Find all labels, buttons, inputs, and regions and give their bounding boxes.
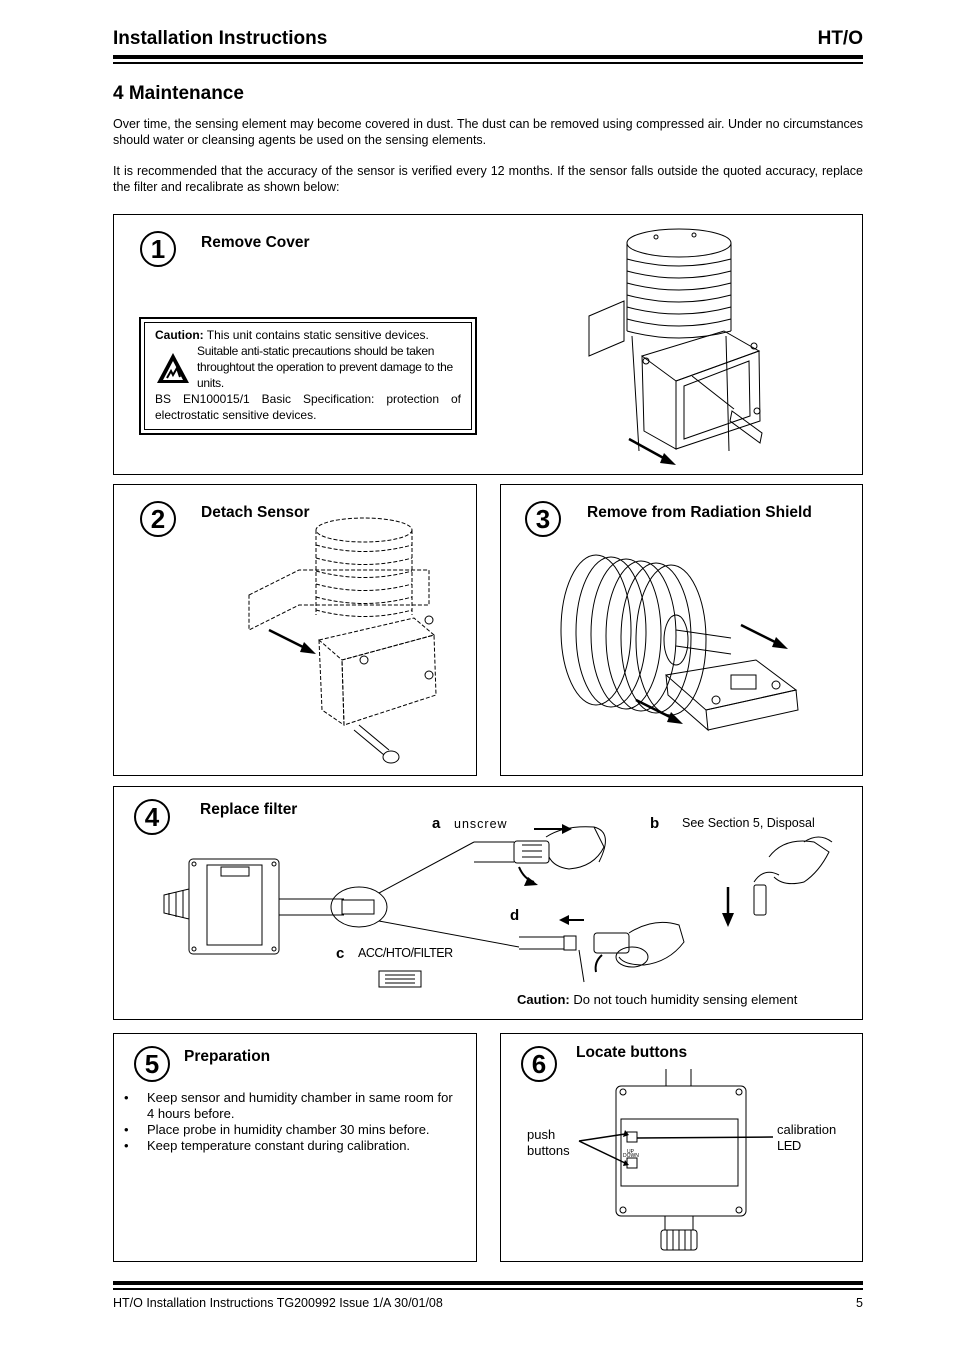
step-5-title: Preparation [184,1048,271,1065]
step-1-title: Remove Cover [201,234,310,251]
step-2-title: Detach Sensor [201,504,310,521]
static-caution-box: Caution: This unit contains static sensi… [139,317,477,435]
caution-line-3: BS EN100015/1 Basic Specification: prote… [155,392,461,422]
detach-sensor-illustration [248,517,437,764]
header-rule-thin [113,62,863,64]
filter-caution-label: Caution: [517,992,570,1007]
remove-cover-illustration [588,228,763,465]
step-6-panel: 6 Locate buttons push buttons calibratio… [500,1033,863,1262]
radiation-shield-illustration [560,554,799,732]
footer-text: HT/O Installation Instructions TG200992 … [113,1296,443,1310]
preparation-list: Keep sensor and humidity chamber in same… [116,1090,461,1154]
footer-rule-thin [113,1288,863,1290]
calibration-led-label: calibration LED [777,1122,837,1153]
document-header-code: HT/O [817,28,863,49]
caution-line-1: This unit contains static sensitive devi… [206,328,429,342]
footer-rule-thick [113,1281,863,1285]
step-2-panel: 2 Detach Sensor [113,484,477,776]
step-3-panel: 3 Remove from Radiation Shield [500,484,863,776]
preparation-item: Place probe in humidity chamber 30 mins … [116,1122,461,1138]
esd-warning-icon [157,353,189,383]
filter-caution-message: Do not touch humidity sensing element [573,992,798,1007]
section-title: 4 Maintenance [113,83,244,104]
caution-label: Caution: [155,328,204,342]
step-6-title: Locate buttons [576,1044,688,1061]
step-2-number: 2 [140,501,176,537]
step-3-title: Remove from Radiation Shield [587,504,812,521]
step-c-letter: c [336,945,345,962]
step-5-panel: 5 Preparation Keep sensor and humidity c… [113,1033,477,1262]
step-4-panel: 4 Replace filter a unscrew b See Section… [113,786,863,1020]
page-number: 5 [856,1296,863,1310]
step-b-text: See Section 5, Disposal [682,816,815,830]
down-button-label: DOWN [623,1153,639,1159]
step-4-number: 4 [134,799,170,835]
preparation-item: Keep temperature constant during calibra… [116,1138,461,1154]
step-a-letter: a [432,815,441,832]
step-1-panel: 1 Remove Cover Caution: This unit contai… [113,214,863,475]
preparation-item: Keep sensor and humidity chamber in same… [116,1090,461,1122]
step-5-number: 5 [134,1046,170,1082]
step-a-text: unscrew [454,817,508,831]
step-1-number: 1 [140,231,176,267]
step-c-text: ACC/HTO/FILTER [358,946,453,960]
intro-paragraph-1: Over time, the sensing element may becom… [113,117,863,147]
header-rule-thick [113,55,863,59]
step-6-number: 6 [521,1046,557,1082]
step-4-title: Replace filter [200,801,298,818]
step-b-letter: b [650,815,660,832]
caution-line-2: Suitable anti-static precautions should … [197,344,453,390]
document-header-title: Installation Instructions [113,28,328,49]
replace-filter-illustration [163,824,833,988]
up-button-label: UP [627,1149,635,1155]
step-d-letter: d [510,907,520,924]
intro-paragraph-2: It is recommended that the accuracy of t… [113,164,863,194]
locate-buttons-illustration: UP DOWN [578,1069,774,1251]
step-3-number: 3 [525,501,561,537]
filter-caution-text: Caution: Do not touch humidity sensing e… [517,992,797,1007]
push-buttons-label: push buttons [527,1127,570,1158]
